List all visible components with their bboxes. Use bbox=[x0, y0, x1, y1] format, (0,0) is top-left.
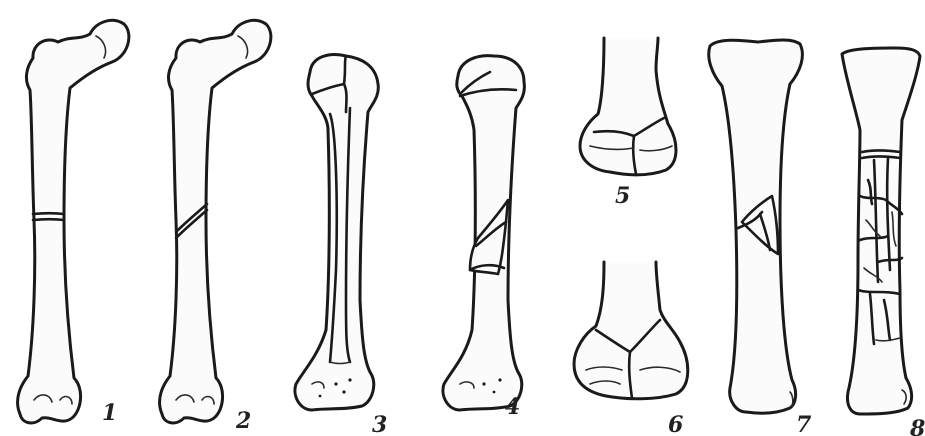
figure-label-7: 7 bbox=[796, 412, 812, 436]
figure-label-2: 2 bbox=[235, 408, 251, 434]
figure-label-4: 4 bbox=[505, 394, 520, 420]
distal-humerus-y-fracture bbox=[574, 262, 688, 399]
tibia-wedge-fracture bbox=[709, 40, 803, 413]
femur-transverse-fracture bbox=[18, 20, 129, 423]
figure-label-6: 6 bbox=[668, 412, 683, 436]
figure-label-8: 8 bbox=[909, 416, 925, 436]
humerus-spiral-fracture bbox=[443, 56, 524, 410]
figure-label-3: 3 bbox=[372, 412, 387, 436]
figure-label-5: 5 bbox=[615, 183, 630, 209]
figure-label-1: 1 bbox=[102, 400, 117, 426]
femur-oblique-fracture bbox=[160, 20, 271, 423]
distal-humerus-t-fracture bbox=[580, 38, 676, 175]
humerus-longitudinal-fracture bbox=[295, 55, 378, 410]
tibia-comminuted-fracture bbox=[842, 48, 920, 414]
